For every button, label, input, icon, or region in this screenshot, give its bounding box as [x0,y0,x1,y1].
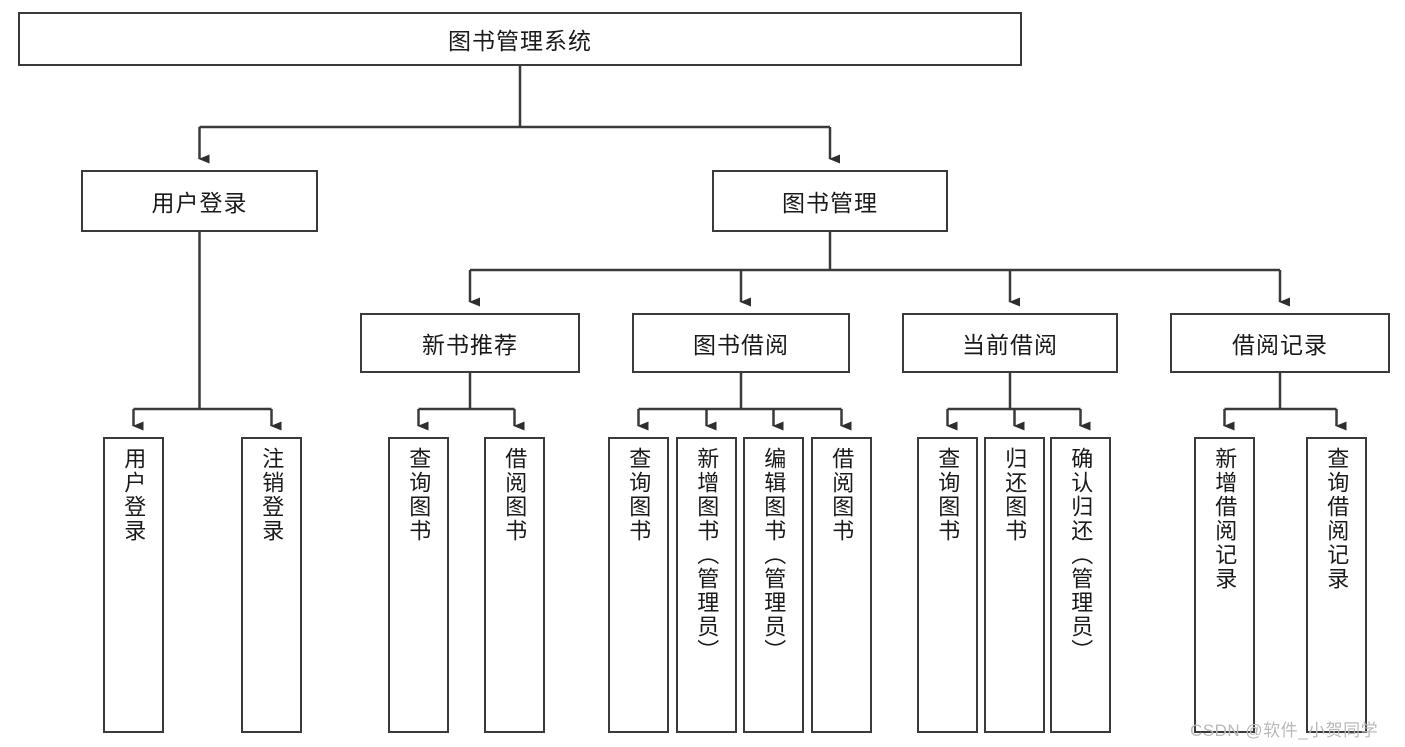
leaf-node[interactable]: 注销登录 [241,437,302,733]
node-label-vertical: 注销登录 [259,447,285,543]
level3-node[interactable]: 当前借阅 [902,313,1118,373]
level3-node[interactable]: 新书推荐 [360,313,580,373]
leaf-node[interactable]: 新增图书（管理员） [676,437,737,733]
leaf-node[interactable]: 归还图书 [984,437,1045,733]
node-label-vertical: 查询图书 [406,447,432,543]
node-label: 图书管理 [782,190,878,216]
root-node[interactable]: 图书管理系统 [18,12,1022,66]
node-label-vertical: 查询图书 [626,447,652,543]
node-label: 图书管理系统 [448,28,592,54]
leaf-node[interactable]: 查询借阅记录 [1306,437,1367,733]
node-label-vertical: 借阅图书 [829,447,855,543]
leaf-node[interactable]: 查询图书 [388,437,449,733]
csdn-watermark: CSDN @软件_小贺同学 [1190,721,1379,740]
leaf-node[interactable]: 借阅图书 [811,437,872,733]
leaf-node[interactable]: 新增借阅记录 [1194,437,1255,733]
leaf-node[interactable]: 确认归还（管理员） [1050,437,1111,733]
leaf-node[interactable]: 查询图书 [917,437,978,733]
level2-node[interactable]: 用户登录 [81,170,318,232]
node-label-vertical: 新增借阅记录 [1212,447,1238,591]
node-label: 新书推荐 [422,332,518,358]
node-label-vertical: 查询借阅记录 [1324,447,1350,591]
node-label-vertical: 归还图书 [1002,447,1028,543]
node-label: 图书借阅 [693,332,789,358]
level2-node[interactable]: 图书管理 [712,170,948,232]
node-label: 用户登录 [151,190,248,216]
node-label-vertical: 用户登录 [121,447,147,543]
node-label-vertical: 查询图书 [935,447,961,543]
leaf-node[interactable]: 借阅图书 [484,437,545,733]
level3-node[interactable]: 图书借阅 [632,313,850,373]
node-label: 借阅记录 [1232,332,1328,358]
level3-node[interactable]: 借阅记录 [1170,313,1390,373]
node-label-vertical: 借阅图书 [502,447,528,543]
node-label-vertical: 确认归还（管理员） [1068,447,1094,663]
leaf-node[interactable]: 查询图书 [608,437,669,733]
leaf-node[interactable]: 编辑图书（管理员） [743,437,804,733]
node-label: 当前借阅 [962,332,1058,358]
node-label-vertical: 编辑图书（管理员） [761,447,787,663]
node-label-vertical: 新增图书（管理员） [694,447,720,663]
leaf-node[interactable]: 用户登录 [103,437,164,733]
